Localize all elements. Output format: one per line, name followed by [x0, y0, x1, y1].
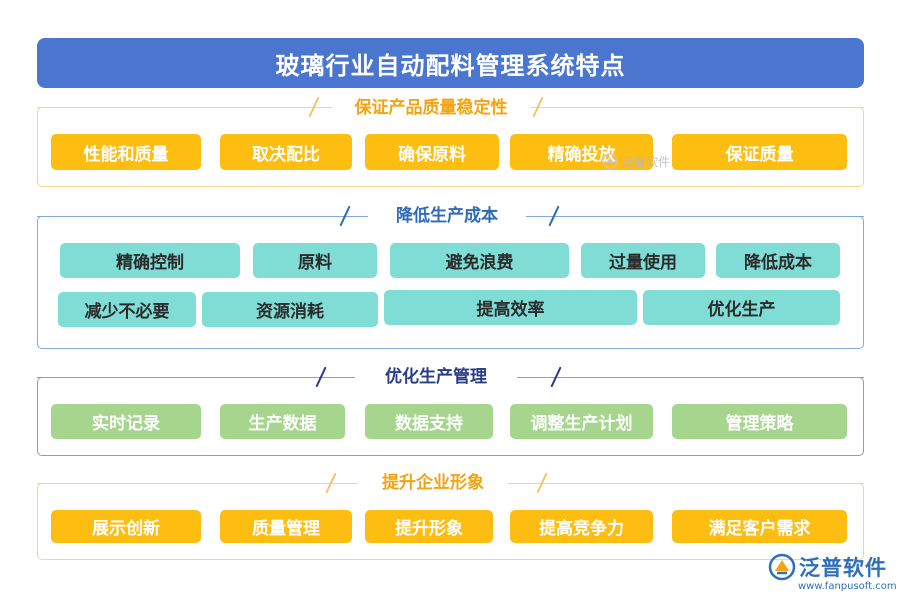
feature-pill: 优化生产: [643, 290, 840, 325]
feature-pill: 确保原料: [365, 134, 499, 170]
feature-pill: 取决配比: [220, 134, 352, 170]
watermark: 泛普软件: [602, 150, 670, 172]
brand-name: 泛普软件: [799, 556, 887, 580]
feature-pill: 提高竞争力: [510, 510, 653, 543]
feature-pill: 展示创新: [51, 510, 201, 543]
feature-pill: 避免浪费: [390, 243, 569, 278]
section-quality-title: 保证产品质量稳定性: [332, 90, 530, 120]
feature-pill: 过量使用: [581, 243, 705, 278]
feature-pill: 生产数据: [220, 404, 345, 439]
brand-logo: 泛普软件 www.fanpusoft.com: [768, 552, 897, 596]
feature-pill: 减少不必要: [58, 292, 196, 327]
feature-pill: 提升形象: [365, 510, 493, 543]
feature-pill: 性能和质量: [51, 134, 201, 170]
feature-pill: 满足客户需求: [672, 510, 847, 543]
section-cost-title: 降低生产成本: [368, 198, 526, 228]
feature-pill: 降低成本: [716, 243, 840, 278]
feature-pill: 原料: [253, 243, 377, 278]
watermark-text: 泛普软件: [622, 154, 671, 169]
section-cost-frame: [37, 216, 864, 349]
divider-line: [37, 216, 342, 217]
feature-pill: 调整生产计划: [510, 404, 653, 439]
feature-pill: 实时记录: [51, 404, 201, 439]
divider-line: [37, 107, 311, 108]
feature-pill: 管理策略: [672, 404, 847, 439]
divider-line: [563, 377, 864, 378]
feature-pill: 精确控制: [60, 243, 240, 278]
divider-line: [545, 107, 864, 108]
feature-pill: 数据支持: [365, 404, 493, 439]
feature-pill: 提高效率: [384, 290, 637, 325]
divider-line: [37, 377, 318, 378]
feature-pill: 保证质量: [672, 134, 847, 170]
divider-line: [561, 216, 864, 217]
section-management-title: 优化生产管理: [355, 359, 517, 389]
divider-line: [37, 483, 328, 484]
section-image-title: 提升企业形象: [358, 465, 508, 495]
divider-line: [549, 483, 864, 484]
brand-url: www.fanpusoft.com: [798, 581, 897, 592]
fanpu-logo-icon: [768, 553, 796, 581]
feature-pill: 质量管理: [220, 510, 352, 543]
fanpu-logo-icon: [602, 153, 618, 169]
feature-pill: 资源消耗: [202, 292, 378, 327]
page-title: 玻璃行业自动配料管理系统特点: [37, 38, 864, 88]
feature-pill: 精确投放: [510, 134, 653, 170]
